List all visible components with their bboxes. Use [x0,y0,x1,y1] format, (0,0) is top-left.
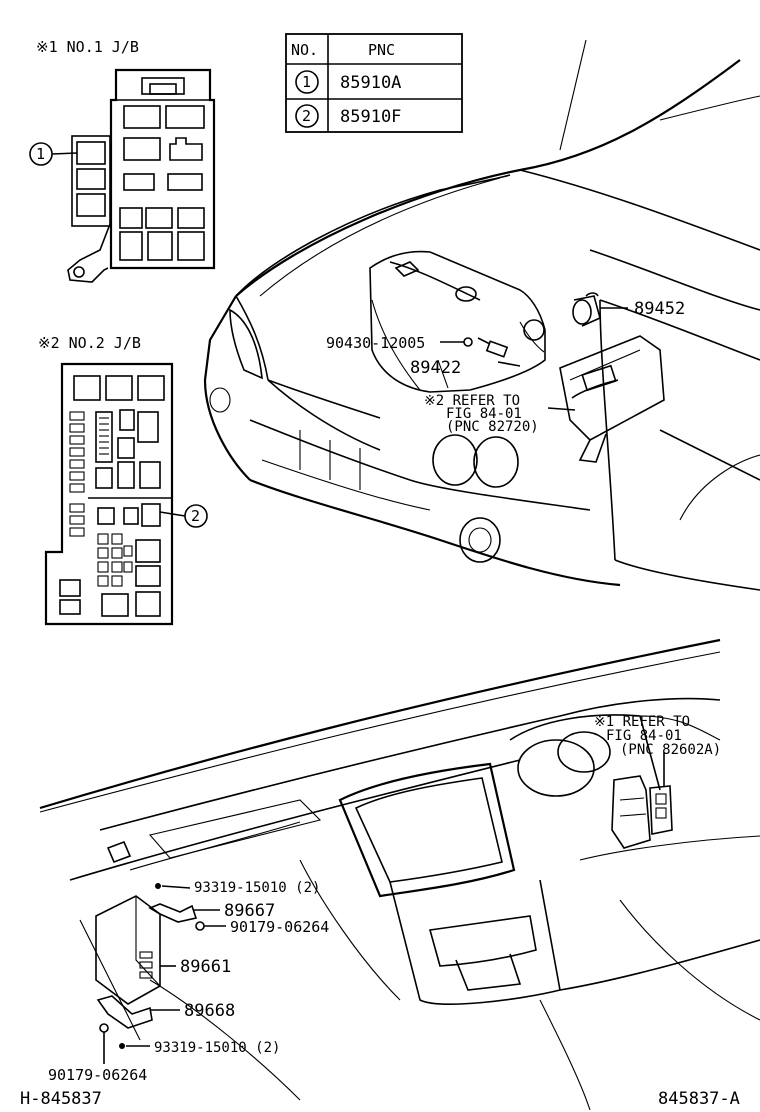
refer1-line3: (PNC 82602A) [620,742,721,758]
table-header-no: NO. [291,41,318,59]
table-row-1-pnc: 85910A [340,73,401,93]
label-89667: 89667 [224,901,275,921]
bolt-93319-top [155,883,161,889]
part-89452 [572,292,601,327]
bracket-89668 [96,995,153,1029]
junction-block-1: ※1 NO.1 J/B 1 [29,38,216,283]
bolt-93319-bottom [119,1043,125,1049]
refer2-line1: ※2 REFER TO [424,393,520,409]
label-90179-right: 90179-06264 [230,918,329,936]
label-90430: 90430-12005 [326,334,425,352]
instrument-junction-block [611,775,673,849]
label-89661: 89661 [180,957,231,977]
refer2-line2: FIG 84-01 [446,406,522,422]
jb2-callout: 2 [191,507,200,525]
refer2-line3: (PNC 82720) [446,419,539,435]
table-header-pnc: PNC [368,41,395,59]
table-row-2-pnc: 85910F [340,107,401,127]
label-89452: 89452 [634,299,685,319]
footer-right-code: 845837-A [658,1089,740,1109]
label-89668: 89668 [184,1001,235,1021]
refer1-line1: ※1 REFER TO [594,714,690,730]
part-89422 [477,337,509,358]
refer1-line2: FIG 84-01 [606,728,682,744]
label-89422: 89422 [410,358,461,378]
junction-block-2: ※2 NO.2 J/B [38,334,208,626]
engine-junction-block [559,335,665,463]
jb1-callout: 1 [36,145,45,163]
jb2-title: ※2 NO.2 J/B [38,334,141,352]
label-93319-bottom: 93319-15010 (2) [154,1040,280,1056]
dashboard-view: ※1 REFER TO FIG 84-01 (PNC 82602A) 9 [39,638,760,1111]
jb1-title: ※1 NO.1 J/B [36,38,139,56]
footer-left-code: H-845837 [20,1089,102,1109]
label-93319-top: 93319-15010 (2) [194,880,320,896]
table-row-1-no: 1 [302,73,311,91]
nut-90179-right [195,921,205,931]
nut-90179-bottom [99,1023,109,1033]
label-90179-bottom: 90179-06264 [48,1066,147,1084]
vehicle-front-view: 89452 89422 90430-12005 ※2 REFER TO FIG … [203,39,760,591]
pnc-table: NO. PNC 1 85910A 2 85910F [285,33,463,133]
ecu-89661 [95,895,161,1005]
table-row-2-no: 2 [302,107,311,125]
bracket-89667 [148,903,198,923]
